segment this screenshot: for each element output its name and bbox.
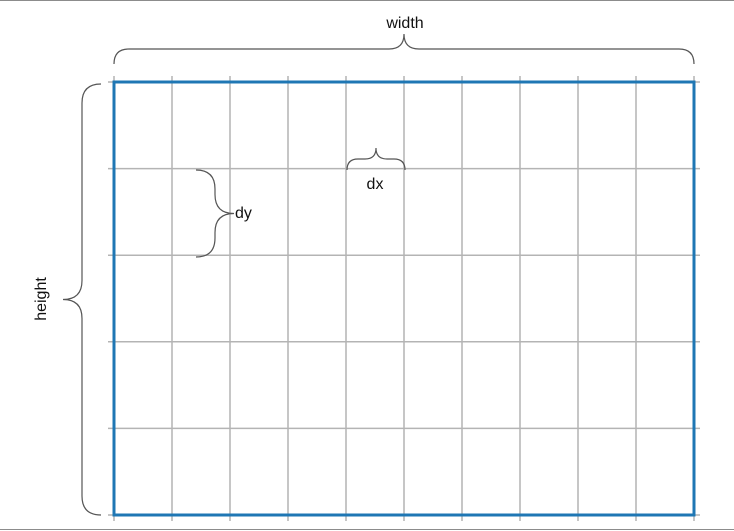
- width-label: width: [385, 15, 423, 32]
- dy-label: dy: [235, 205, 252, 222]
- dx-label: dx: [367, 176, 384, 193]
- grid-lines: [108, 76, 700, 521]
- height-brace: [62, 83, 102, 516]
- width-brace: [113, 33, 695, 65]
- domain-boundary: [112, 80, 696, 517]
- dx-brace: [346, 147, 406, 171]
- height-label: height: [33, 277, 50, 321]
- dy-brace: [195, 169, 235, 258]
